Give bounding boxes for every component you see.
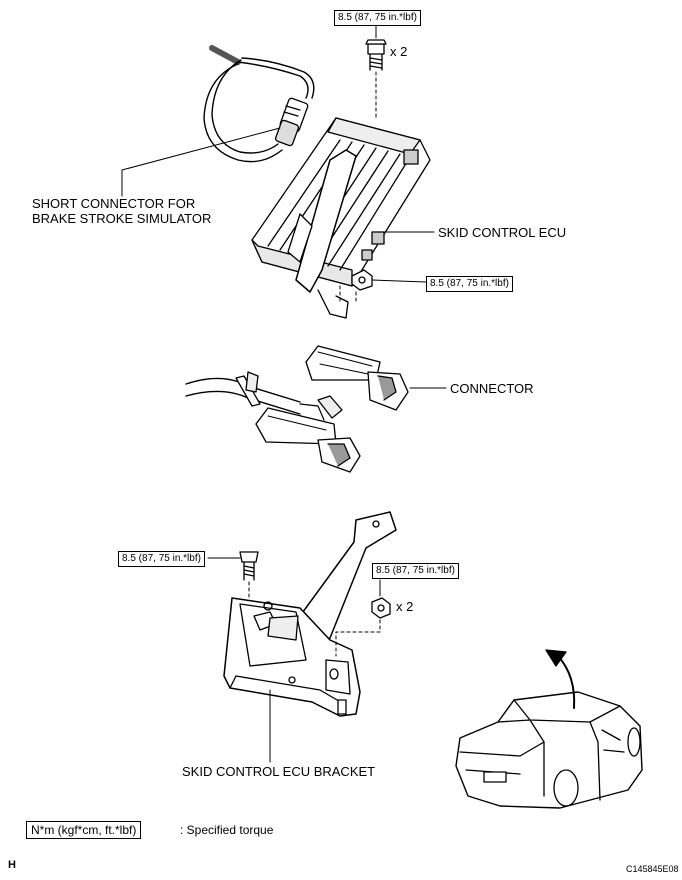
skid-control-ecu-label: SKID CONTROL ECU <box>438 225 567 240</box>
connector-label: CONNECTOR <box>450 381 534 396</box>
top-bolt <box>365 39 387 71</box>
lower-connector <box>255 395 361 473</box>
top-bolt-quantity: x 2 <box>390 44 408 59</box>
ecu-nut-torque-box: 8.5 (87, 75 in.*lbf) <box>426 276 513 292</box>
short-connector-label-line2: BRAKE STROKE SIMULATOR <box>32 211 212 226</box>
bracket-nut <box>371 597 391 619</box>
skid-control-ecu <box>251 117 431 319</box>
top-bolt-torque-box: 8.5 (87, 75 in.*lbf) <box>334 10 421 26</box>
bracket-nut-torque-box: 8.5 (87, 75 in.*lbf) <box>372 563 459 579</box>
ecu-nut <box>351 269 373 291</box>
bracket-bolt-torque-box: 8.5 (87, 75 in.*lbf) <box>118 551 205 567</box>
bracket-bolt <box>239 551 259 581</box>
figure-code: C145845E08 <box>626 864 679 874</box>
short-connector-label-line1: SHORT CONNECTOR FOR <box>32 196 196 211</box>
bracket-nut-quantity: x 2 <box>396 599 414 614</box>
short-connector <box>274 97 309 147</box>
vehicle-location-illustration <box>455 649 643 809</box>
page-letter: H <box>8 859 16 871</box>
bracket-label: SKID CONTROL ECU BRACKET <box>182 764 376 779</box>
torque-legend-description: : Specified torque <box>180 823 274 837</box>
upper-connector <box>305 345 409 411</box>
torque-unit-legend-box: N*m (kgf*cm, ft.*lbf) <box>26 821 142 839</box>
connector-harness <box>185 371 301 415</box>
wire-harness-top <box>203 45 315 163</box>
short-connector-leader <box>121 127 281 197</box>
skid-control-ecu-bracket <box>223 511 397 717</box>
